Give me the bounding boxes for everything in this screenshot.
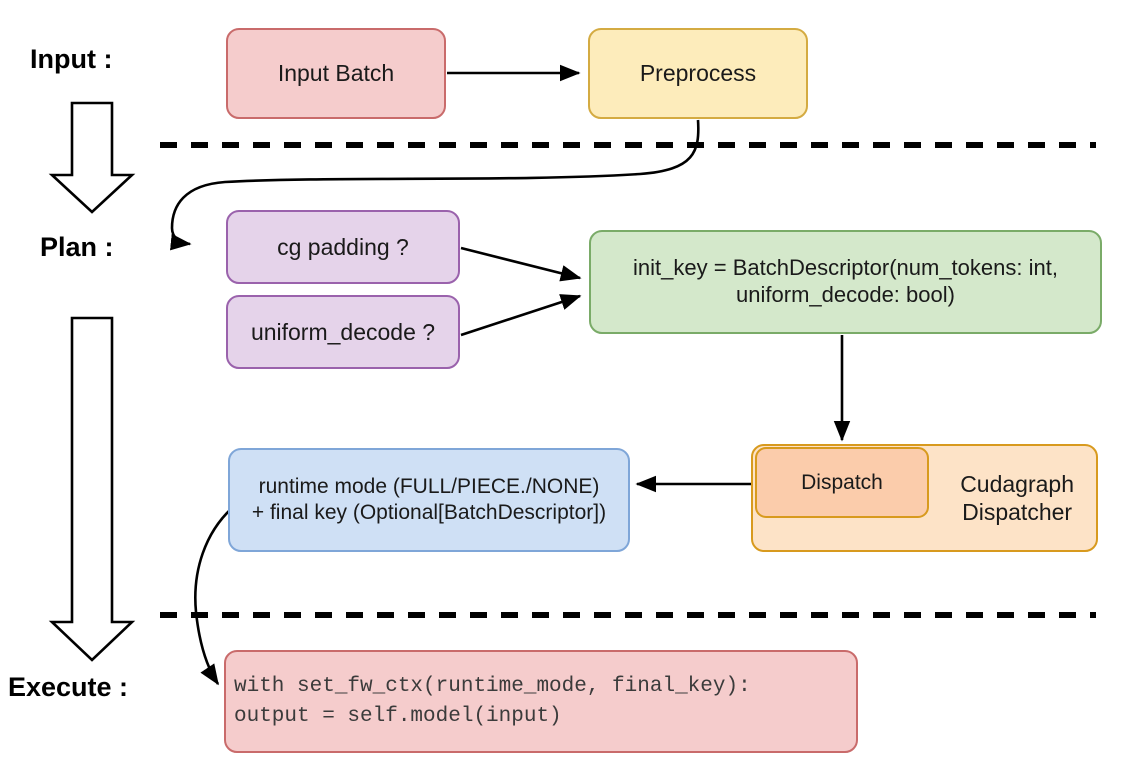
stage-label-plan: Plan : [40,232,114,262]
node-cg-padding-label: cg padding ? [277,233,409,260]
stage-label-execute: Execute : [8,672,129,702]
node-cg-padding[interactable]: cg padding ? [226,210,460,284]
stage-label-input: Input : [30,44,113,74]
node-uniform-decode-label: uniform_decode ? [250,318,436,345]
node-code-block[interactable]: with set_fw_ctx(runtime_mode, final_key)… [224,650,858,753]
node-init-key-label: init_key = BatchDescriptor(num_tokens: i… [633,255,1058,307]
node-preprocess[interactable]: Preprocess [588,28,808,119]
node-init-key[interactable]: init_key = BatchDescriptor(num_tokens: i… [589,230,1102,334]
node-cudagraph-dispatcher-label: Cudagraph Dispatcher [960,470,1074,525]
node-input-batch[interactable]: Input Batch [226,28,446,119]
node-input-batch-label: Input Batch [277,60,395,87]
node-code-block-label: with set_fw_ctx(runtime_mode, final_key)… [234,674,751,728]
stage-arrow-down-2-icon [48,316,136,662]
node-dispatch-label: Dispatch [801,470,883,494]
stage-arrow-down-1-icon [48,101,136,214]
node-runtime-mode-label: runtime mode (FULL/PIECE./NONE) + final … [251,475,607,524]
node-dispatch[interactable]: Dispatch [755,447,929,518]
node-preprocess-label: Preprocess [639,60,757,87]
node-uniform-decode[interactable]: uniform_decode ? [226,295,460,369]
edge-cg-padding-to-init-key [460,246,582,282]
edge-uniform-decode-to-init-key [460,294,582,337]
node-runtime-mode[interactable]: runtime mode (FULL/PIECE./NONE) + final … [228,448,630,552]
